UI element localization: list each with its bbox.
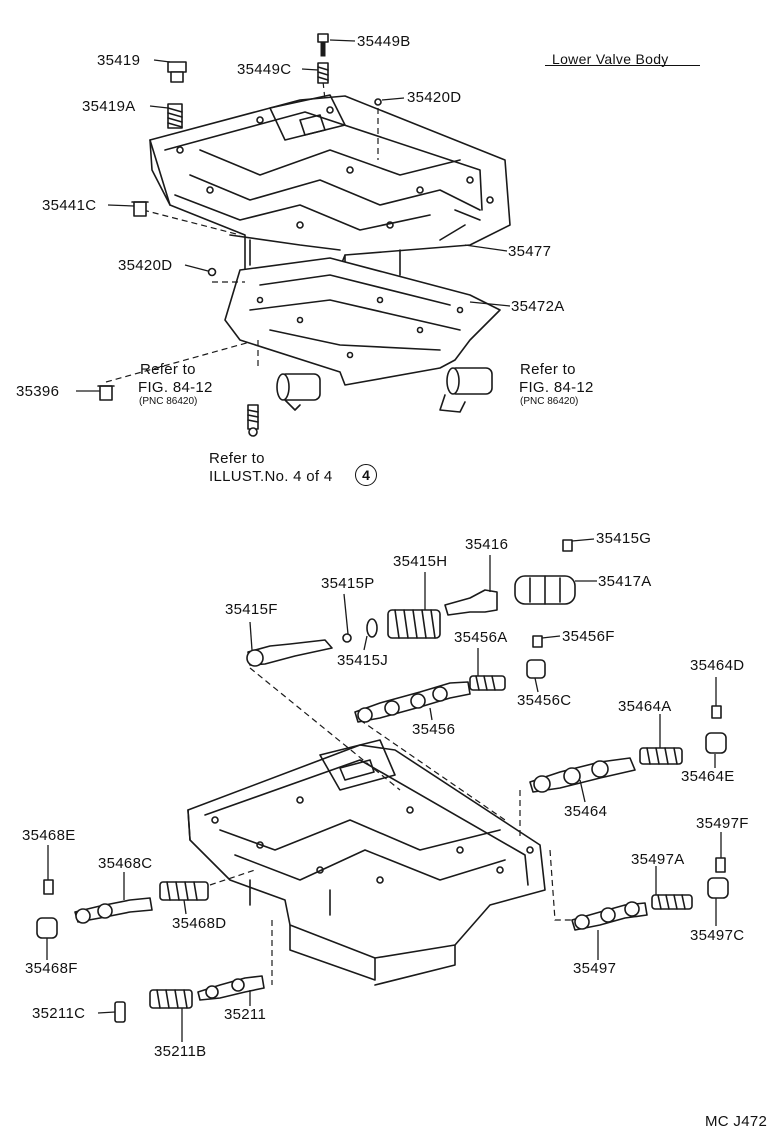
part-label-35441C[interactable]: 35441C (42, 197, 97, 214)
part-label-35415G[interactable]: 35415G (596, 530, 652, 547)
ref-right-refer-to: Refer to (520, 361, 576, 378)
part-label-35497C[interactable]: 35497C (690, 927, 745, 944)
valve-35468C-shape (74, 897, 153, 924)
solenoid-right (439, 367, 493, 413)
part-label-35211C[interactable]: 35211C (32, 1005, 86, 1022)
ball-35420D-mid-shape (207, 267, 217, 277)
part-label-35211B[interactable]: 35211B (154, 1043, 207, 1060)
part-label-35468E[interactable]: 35468E (22, 827, 76, 844)
part-label-35464D[interactable]: 35464D (690, 657, 745, 674)
spring-35211B-shape (149, 989, 193, 1009)
plug-35419-shape (167, 61, 187, 83)
part-label-35468F[interactable]: 35468F (25, 960, 78, 977)
spring-35468D-shape (159, 881, 209, 901)
part-label-35416[interactable]: 35416 (465, 536, 509, 553)
diagram-code: MC J472 (705, 1113, 768, 1130)
clip-35456F-shape (532, 635, 543, 648)
clip-35464D-shape (711, 705, 722, 719)
part-label-35464A[interactable]: 35464A (618, 698, 672, 715)
title-underline (545, 65, 700, 66)
guide-line (549, 849, 572, 921)
check-35441C-shape (131, 201, 149, 217)
part-label-35497F[interactable]: 35497F (696, 815, 749, 832)
valve-35211-shape (197, 975, 265, 1001)
spring-35456A-shape (469, 675, 506, 691)
valve-35456-shape (354, 681, 471, 723)
guide-line (105, 341, 251, 383)
clip-35415P-shape (342, 633, 352, 643)
part-label-35396[interactable]: 35396 (16, 383, 60, 400)
bolt-illust-shape (247, 404, 259, 437)
bolt-35449B-shape (317, 33, 329, 57)
plug-35464E-shape (705, 732, 727, 754)
part-label-35464E[interactable]: 35464E (681, 768, 735, 785)
guide-line (142, 209, 241, 236)
part-label-35420D-top[interactable]: 35420D (407, 89, 462, 106)
part-label-35211[interactable]: 35211 (224, 1006, 267, 1023)
part-label-35456F[interactable]: 35456F (562, 628, 615, 645)
diagram-title: Lower Valve Body (552, 51, 669, 67)
leader-lines (46, 39, 722, 1042)
part-label-35449C[interactable]: 35449C (237, 61, 292, 78)
valve-35415F-shape (246, 639, 333, 667)
upper-valve-body-housing (149, 94, 511, 281)
clip-35497F-shape (715, 857, 726, 873)
plug-35456C-shape (526, 659, 546, 679)
ref-left-refer-to: Refer to (140, 361, 196, 378)
part-label-35497[interactable]: 35497 (573, 960, 617, 977)
part-label-35415J[interactable]: 35415J (337, 652, 389, 669)
plug-35468F-shape (36, 917, 58, 939)
spring-35449C-shape (317, 62, 329, 84)
clip-35211C-shape (114, 1001, 126, 1023)
check-35396-shape (97, 385, 115, 401)
part-label-35456A[interactable]: 35456A (454, 629, 508, 646)
illust-number-badge[interactable]: 4 (355, 464, 377, 486)
ref-left-fig-link[interactable]: FIG. 84-12 (138, 379, 213, 396)
ball-35420D-shape (374, 98, 382, 106)
part-label-35415H[interactable]: 35415H (393, 553, 448, 570)
ref-left-pnc: (PNC 86420) (139, 396, 198, 407)
part-label-35468C[interactable]: 35468C (98, 855, 153, 872)
clip-35415G-shape (562, 539, 573, 552)
part-label-35415F[interactable]: 35415F (225, 601, 278, 618)
ref-illust-link[interactable]: ILLUST.No. 4 of 4 (209, 468, 333, 485)
ref-right-pnc: (PNC 86420) (520, 396, 579, 407)
valve-35417A-shape (514, 575, 576, 605)
valve-35464-shape (529, 757, 636, 793)
part-label-35472A[interactable]: 35472A (511, 298, 565, 315)
separator-plate (224, 257, 501, 386)
valve-35497-shape (571, 901, 648, 931)
part-label-35497A[interactable]: 35497A (631, 851, 685, 868)
washer-35415J-shape (366, 618, 378, 638)
plunger-35416-shape (444, 589, 498, 616)
part-label-35419[interactable]: 35419 (97, 52, 141, 69)
part-label-35456[interactable]: 35456 (412, 721, 456, 738)
guide-line (249, 667, 401, 791)
part-label-35420D-mid[interactable]: 35420D (118, 257, 173, 274)
part-label-35464[interactable]: 35464 (564, 803, 608, 820)
clip-35468E-shape (43, 879, 54, 895)
part-label-35477[interactable]: 35477 (508, 243, 552, 260)
guide-line (209, 869, 256, 886)
part-label-35417A[interactable]: 35417A (598, 573, 652, 590)
solenoid-left (276, 373, 321, 411)
part-label-35419A[interactable]: 35419A (82, 98, 136, 115)
ref-illust-refer-to: Refer to (209, 450, 265, 467)
spring-35415H-shape (387, 609, 441, 639)
ref-right-fig-link[interactable]: FIG. 84-12 (519, 379, 594, 396)
lower-valve-body-housing (187, 739, 546, 986)
plug-35497C-shape (707, 877, 729, 899)
spring-35464A-shape (639, 747, 683, 765)
part-label-35415P[interactable]: 35415P (321, 575, 375, 592)
part-label-35449B[interactable]: 35449B (357, 33, 411, 50)
spring-35497A-shape (651, 894, 693, 910)
part-label-35456C[interactable]: 35456C (517, 692, 572, 709)
spring-35419A-shape (167, 103, 183, 129)
part-label-35468D[interactable]: 35468D (172, 915, 227, 932)
